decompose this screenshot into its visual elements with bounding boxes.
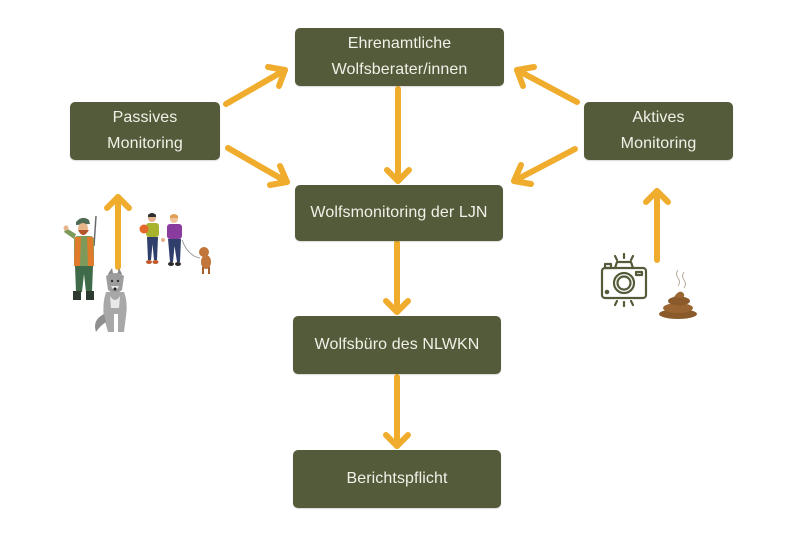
- walkers-with-dog-icon: [139, 213, 211, 274]
- node-active-line1: Aktives: [632, 109, 685, 126]
- node-active-monitoring: Aktives Monitoring: [584, 102, 733, 160]
- arrow-passive-to-volunteers: [223, 64, 288, 107]
- arrow-passive-illustrations-up: [104, 194, 132, 270]
- node-report: Berichtspflicht: [293, 450, 501, 508]
- node-active-line2: Monitoring: [620, 135, 697, 152]
- node-volunteers-line1: Ehrenamtliche: [347, 35, 452, 52]
- node-passive-line2: Monitoring: [107, 135, 183, 152]
- camera-icon: [600, 252, 648, 308]
- node-ljn: Wolfsmonitoring der LJN: [295, 185, 503, 241]
- node-passive-monitoring: Passives Monitoring: [70, 102, 220, 160]
- arrow-active-to-volunteers: [514, 64, 580, 105]
- arrow-nlwkn-to-report: [383, 374, 411, 449]
- node-report-label: Berichtspflicht: [346, 470, 448, 487]
- node-ljn-label: Wolfsmonitoring der LJN: [310, 204, 488, 221]
- arrow-passive-to-ljn: [225, 145, 290, 188]
- arrow-ljn-to-nlwkn: [383, 240, 411, 315]
- node-volunteers-line2: Wolfsberater/innen: [331, 61, 468, 78]
- arrow-volunteers-to-ljn: [384, 86, 412, 184]
- node-nlwkn: Wolfsbüro des NLWKN: [293, 316, 501, 374]
- node-nlwkn-label: Wolfsbüro des NLWKN: [314, 336, 480, 353]
- scat-icon: [659, 269, 697, 319]
- node-volunteers: Ehrenamtliche Wolfsberater/innen: [295, 28, 504, 86]
- arrow-active-to-ljn: [511, 146, 578, 187]
- node-passive-line1: Passives: [112, 109, 178, 126]
- arrow-active-illustrations-up: [643, 188, 671, 263]
- wolf-icon: [95, 268, 127, 332]
- hunter-icon: [63, 215, 97, 300]
